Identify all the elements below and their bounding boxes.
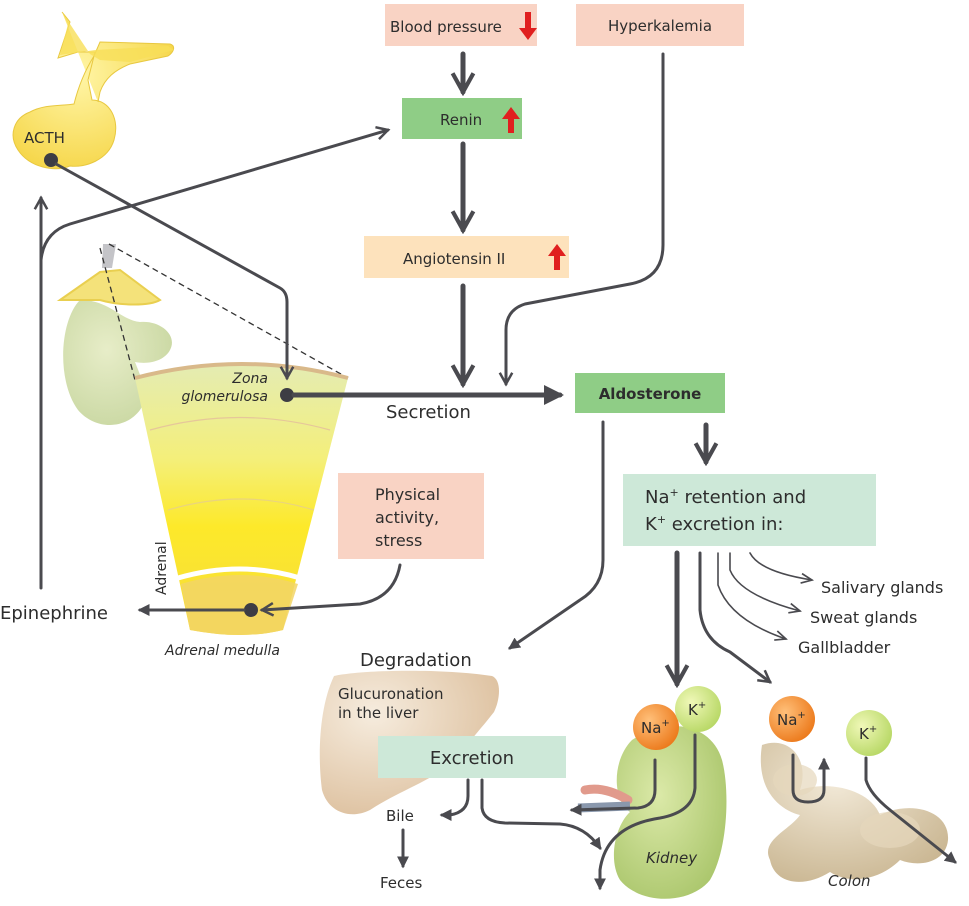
aldosterone-to-degradation-arrow xyxy=(508,420,605,650)
kidney-k-text: K+ xyxy=(688,700,706,719)
kidney-na-text: Na+ xyxy=(641,718,670,737)
na-retention-box: Na+ retention and K+ excretion in: xyxy=(623,474,876,546)
zoom-guide-line-right xyxy=(108,243,349,379)
stress-to-medulla-arrow xyxy=(262,563,402,610)
angiotensin-box: Angiotensin II xyxy=(364,236,569,278)
adrenal-side-label: Adrenal xyxy=(154,541,170,595)
effects-to-colon-arrow xyxy=(698,551,770,682)
epinephrine-label: Epinephrine xyxy=(0,603,108,624)
effects-title-line1: Na+ retention and xyxy=(645,486,806,508)
pituitary-gland-illustration xyxy=(12,11,175,170)
angiotensin-label: Angiotensin II xyxy=(403,250,505,268)
effects-title-line2: K+ excretion in: xyxy=(645,513,784,535)
hyperkalemia-box: Hyperkalemia xyxy=(576,4,744,46)
renin-increase-arrow-icon xyxy=(502,107,520,133)
physical-activity-line2: activity, xyxy=(375,508,439,527)
target-gallbladder: Gallbladder xyxy=(798,638,891,657)
renin-label: Renin xyxy=(440,111,482,129)
liver-label-line1: Glucuronation xyxy=(338,685,444,703)
kidney-na-reabsorption-arrow xyxy=(569,758,657,816)
excretion-label: Excretion xyxy=(430,748,514,769)
colon-illustration xyxy=(760,742,949,882)
physical-activity-box: Physical activity, stress xyxy=(338,473,484,559)
zoom-guide-line-left xyxy=(99,247,136,381)
colon-k-excretion-arrow xyxy=(864,756,957,864)
hyperkalemia-label: Hyperkalemia xyxy=(608,17,712,35)
bile-label: Bile xyxy=(386,807,414,825)
excretion-to-bile-arrow xyxy=(439,778,470,821)
adrenal-cortex-section xyxy=(134,362,349,635)
to-gallbladder-arrow xyxy=(717,552,788,641)
hyperkalemia-to-secretion-arrow xyxy=(506,52,665,384)
colon-k-text: K+ xyxy=(859,724,877,743)
liver-label-line2: in the liver xyxy=(338,704,419,722)
secretion-label: Secretion xyxy=(386,402,471,423)
decrease-arrow-icon xyxy=(519,12,537,40)
blood-pressure-box: Blood pressure xyxy=(385,4,537,46)
target-sweat-glands: Sweat glands xyxy=(810,608,917,627)
blood-pressure-label: Blood pressure xyxy=(390,18,502,36)
kidney-k-ion: K+ xyxy=(675,686,721,732)
excretion-box: Excretion xyxy=(378,736,566,778)
colon-na-reabsorption-arrow xyxy=(791,753,830,804)
colon-na-ion: Na+ xyxy=(769,696,815,742)
degradation-label: Degradation xyxy=(360,650,472,671)
feces-label: Feces xyxy=(380,874,423,892)
target-salivary-glands: Salivary glands xyxy=(821,578,943,597)
zona-label-line2: glomerulosa xyxy=(181,389,268,405)
acth-label: ACTH xyxy=(24,129,65,147)
adrenal-medulla-dot xyxy=(244,603,258,617)
excretion-to-kidney-arrow xyxy=(480,778,602,850)
acth-source-dot xyxy=(44,153,58,167)
to-sweat-glands-arrow xyxy=(729,552,802,614)
adrenal-medulla-label: Adrenal medulla xyxy=(164,643,280,659)
zona-label-line1: Zona xyxy=(231,371,268,387)
aldosterone-box: Aldosterone xyxy=(575,373,725,413)
colon-label: Colon xyxy=(828,872,871,890)
zona-glomerulosa-dot xyxy=(280,388,294,402)
pituitary-to-renin-arrow xyxy=(39,130,388,262)
kidney-label: Kidney xyxy=(646,849,698,867)
kidney-na-ion: Na+ xyxy=(633,704,679,750)
renin-box: Renin xyxy=(402,98,522,139)
physical-activity-line1: Physical xyxy=(375,485,440,504)
kidney-k-excretion-arrow xyxy=(594,733,697,891)
angiotensin-increase-arrow-icon xyxy=(548,244,566,270)
physical-activity-line3: stress xyxy=(375,531,422,550)
colon-k-ion: K+ xyxy=(846,710,892,756)
colon-na-text: Na+ xyxy=(777,710,806,729)
acth-to-zona-arrow xyxy=(54,162,287,378)
to-salivary-glands-arrow xyxy=(749,552,815,584)
aldosterone-label: Aldosterone xyxy=(599,385,702,403)
kidney-illustration xyxy=(577,726,727,899)
